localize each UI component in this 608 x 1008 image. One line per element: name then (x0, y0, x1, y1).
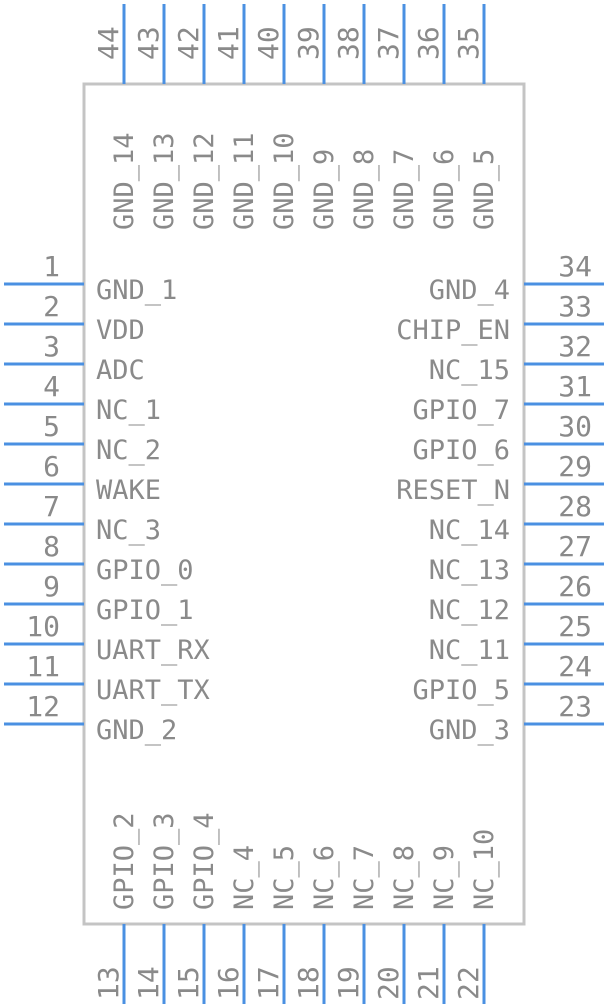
pin-label: GND_9 (309, 149, 340, 230)
pin-number: 21 (412, 966, 445, 1000)
pin-label: GPIO_2 (109, 812, 140, 910)
pin-number: 38 (332, 26, 365, 60)
pin-label: GND_14 (109, 132, 140, 230)
pin-label: GND_10 (269, 132, 300, 230)
pin-number: 36 (412, 26, 445, 60)
pin-label: NC_8 (389, 845, 420, 910)
pin-label: GND_11 (229, 132, 260, 230)
pin-number: 26 (558, 570, 592, 603)
pin-number: 14 (132, 966, 165, 1000)
pin-number: 11 (26, 650, 60, 683)
pin-number: 18 (292, 966, 325, 1000)
pin-label: GND_13 (149, 132, 180, 230)
pin-label: GND_8 (349, 149, 380, 230)
pin-label: CHIP_EN (396, 315, 510, 346)
pin-label: NC_3 (96, 515, 161, 546)
pin-label: NC_2 (96, 435, 161, 466)
pin-label: GPIO_1 (96, 595, 194, 626)
pin-number: 20 (372, 966, 405, 1000)
pin-number: 31 (558, 370, 592, 403)
pin-number: 13 (92, 966, 125, 1000)
pin-number: 23 (558, 690, 592, 723)
pin-number: 4 (43, 370, 60, 403)
pin-label: NC_4 (229, 845, 260, 910)
pin-number: 16 (212, 966, 245, 1000)
pin-label: NC_13 (429, 555, 510, 586)
pin-label: GND_3 (429, 715, 510, 746)
pin-label: GPIO_7 (412, 395, 510, 426)
pin-number: 40 (252, 26, 285, 60)
pin-label: VDD (96, 315, 145, 346)
pin-number: 32 (558, 330, 592, 363)
pin-label: NC_6 (309, 845, 340, 910)
pin-number: 19 (332, 966, 365, 1000)
pin-label: GND_6 (429, 149, 460, 230)
pin-number: 3 (43, 330, 60, 363)
pin-number: 6 (43, 450, 60, 483)
pin-number: 33 (558, 290, 592, 323)
pins-layer: 1GND_12VDD3ADC4NC_15NC_26WAKE7NC_38GPIO_… (4, 4, 604, 1004)
chip-body (82, 82, 526, 926)
pin-number: 41 (212, 26, 245, 60)
pin-label: GND_5 (469, 149, 500, 230)
pin-number: 12 (26, 690, 60, 723)
pin-number: 10 (26, 610, 60, 643)
pin-number: 2 (43, 290, 60, 323)
pin-number: 43 (132, 26, 165, 60)
pin-label: GPIO_4 (189, 812, 220, 910)
pin-number: 24 (558, 650, 592, 683)
pin-number: 30 (558, 410, 592, 443)
pin-number: 8 (43, 530, 60, 563)
pin-number: 15 (172, 966, 205, 1000)
pin-label: GND_1 (96, 275, 177, 306)
pin-label: GND_12 (189, 132, 220, 230)
pin-label: NC_11 (429, 635, 510, 666)
pin-label: NC_10 (469, 829, 500, 910)
pin-label: GPIO_3 (149, 812, 180, 910)
pin-number: 28 (558, 490, 592, 523)
pin-label: NC_1 (96, 395, 161, 426)
pin-number: 25 (558, 610, 592, 643)
pin-label: GND_2 (96, 715, 177, 746)
pin-number: 34 (558, 250, 592, 283)
pin-label: NC_12 (429, 595, 510, 626)
pin-number: 29 (558, 450, 592, 483)
pin-label: GPIO_6 (412, 435, 510, 466)
pin-number: 7 (43, 490, 60, 523)
pin-label: NC_5 (269, 845, 300, 910)
pin-label: UART_RX (96, 635, 210, 666)
pin-number: 5 (43, 410, 60, 443)
pin-number: 17 (252, 966, 285, 1000)
pin-number: 22 (452, 966, 485, 1000)
pin-label: GPIO_0 (96, 555, 194, 586)
pin-number: 9 (43, 570, 60, 603)
pin-label: NC_7 (349, 845, 380, 910)
pin-number: 39 (292, 26, 325, 60)
pin-number: 1 (43, 250, 60, 283)
pin-number: 44 (92, 26, 125, 60)
pin-label: NC_15 (429, 355, 510, 386)
pin-number: 35 (452, 26, 485, 60)
pin-label: GPIO_5 (412, 675, 510, 706)
pin-number: 37 (372, 26, 405, 60)
pin-label: UART_TX (96, 675, 210, 706)
pin-label: WAKE (96, 475, 161, 506)
pin-number: 42 (172, 26, 205, 60)
pin-label: GND_7 (389, 149, 420, 230)
pin-label: RESET_N (396, 475, 510, 506)
pin-number: 27 (558, 530, 592, 563)
pin-label: ADC (96, 355, 145, 386)
pin-label: NC_9 (429, 845, 460, 910)
pin-label: NC_14 (429, 515, 510, 546)
pin-label: GND_4 (429, 275, 510, 306)
